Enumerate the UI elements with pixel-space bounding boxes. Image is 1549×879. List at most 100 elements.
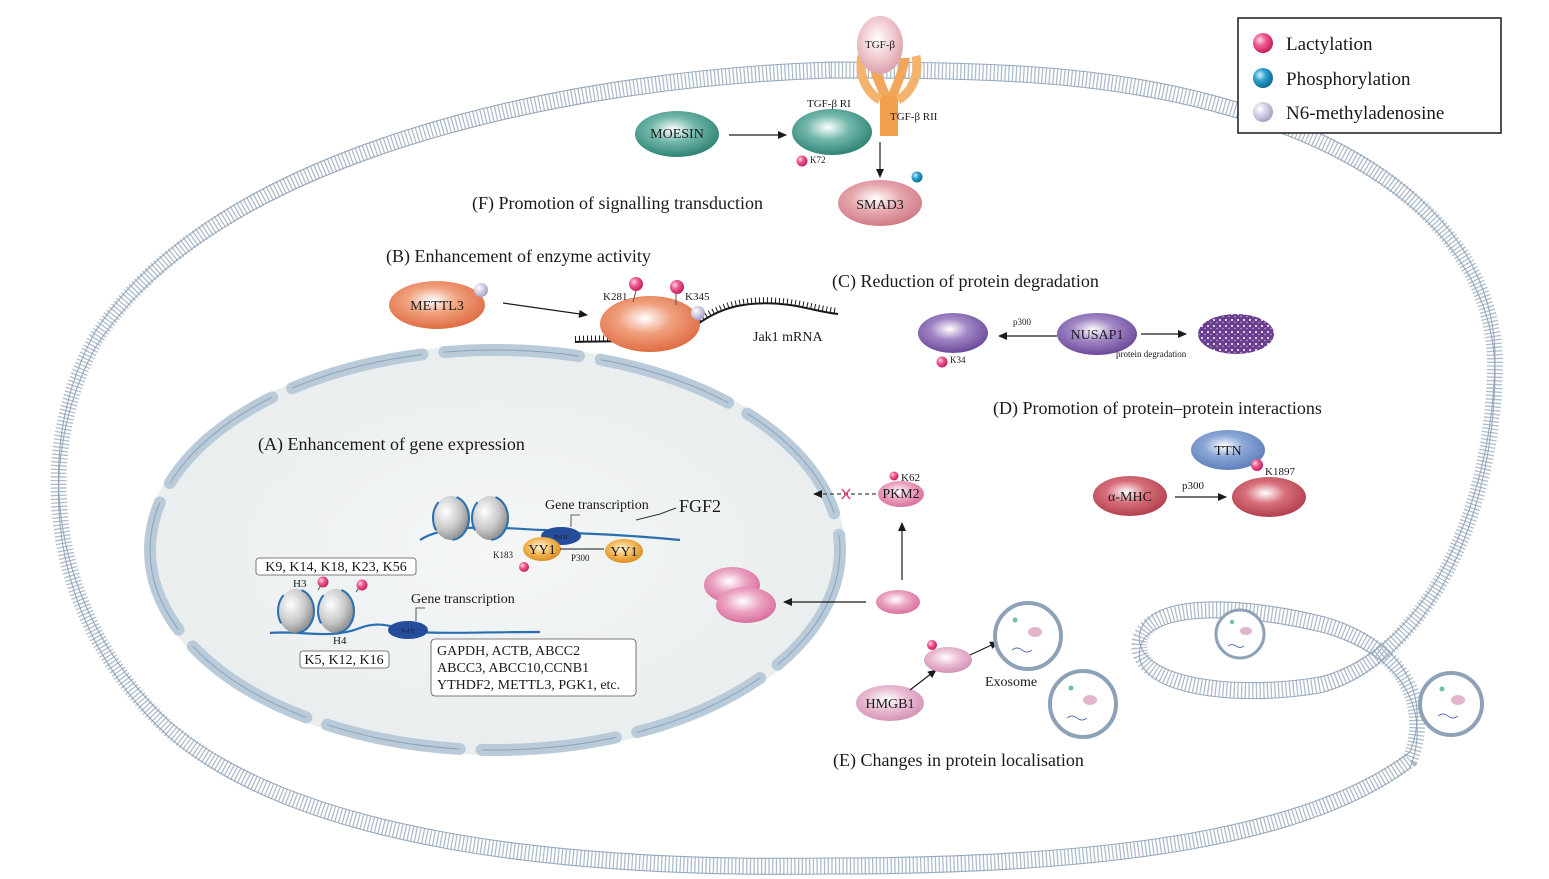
h4-label: H4: [333, 635, 347, 647]
yy1-label: YY1: [610, 545, 637, 560]
section-e-title: (E) Changes in protein localisation: [833, 750, 1084, 771]
section-a-title: (A) Enhancement of gene expression: [258, 434, 525, 455]
tgfb-receptor: [856, 55, 922, 136]
p300-label: p300: [1013, 317, 1032, 327]
legend-m6a: N6-methyladenosine: [1286, 103, 1444, 124]
section-b: (B) Enhancement of enzyme activity METTL…: [386, 246, 839, 352]
nucleosome: [433, 496, 469, 540]
degraded-protein: [1198, 314, 1274, 354]
pol-ii-label: Pol II: [401, 629, 415, 635]
hmgb1-label: HMGB1: [865, 697, 914, 712]
moesin-label: MOESIN: [650, 127, 704, 142]
ttn-label: TTN: [1214, 444, 1241, 459]
k34-label: K34: [950, 355, 966, 365]
lactylation-mark: [356, 579, 368, 591]
alpha-mhc-lactylated: [1232, 477, 1306, 517]
section-b-title: (B) Enhancement of enzyme activity: [386, 246, 651, 267]
p300-label: P300: [571, 553, 590, 563]
smad3-protein: [838, 180, 922, 226]
k1897-label: K1897: [1265, 466, 1295, 478]
nucleosome: [318, 589, 354, 633]
lactylation-mark: [927, 640, 937, 650]
lactylation-mark: [796, 155, 808, 167]
target-genes-box: [430, 638, 637, 697]
section-c-title: (C) Reduction of protein degradation: [832, 271, 1099, 292]
arrow: [969, 641, 999, 656]
arrow: [909, 669, 937, 691]
fgf2-label: FGF2: [679, 496, 721, 516]
gene-transcription-label: Gene transcription: [545, 498, 649, 513]
tgf-beta-r2-label: TGF-β RII: [890, 111, 938, 123]
genes-line-1: GAPDH, ACTB, ABCC2: [437, 644, 580, 659]
k72-label: K72: [810, 155, 826, 165]
m6a-legend-marker: [1253, 102, 1273, 122]
exosome: [1048, 669, 1118, 739]
h3-label: H3: [293, 578, 307, 590]
h4-sites-label: K5, K12, K16: [304, 653, 383, 668]
lactylation-mark: [519, 562, 529, 572]
m6a-mark: [474, 283, 488, 297]
section-e: PKM2 K62 HMGB1 Exosome: [704, 471, 1484, 771]
pkm2-dimer: [716, 587, 776, 623]
h3-sites-label: K9, K14, K18, K23, K56: [265, 560, 407, 575]
legend: Lactylation Phosphorylation N6-methylade…: [1237, 17, 1502, 134]
yy1-protein: [523, 537, 561, 561]
hmgb1-lactylated: [924, 647, 972, 673]
lactylation-mark: [670, 280, 684, 294]
exosome-label: Exosome: [985, 675, 1037, 690]
lactylation-mark: [629, 277, 643, 291]
section-a: (A) Enhancement of gene expression Pol I…: [255, 434, 721, 697]
alpha-mhc-protein: [1093, 476, 1167, 516]
section-d: (D) Promotion of protein–protein interac…: [993, 398, 1322, 517]
nucleosome: [472, 496, 508, 540]
genes-line-3: YTHDF2, METTL3, PGK1, etc.: [437, 678, 620, 693]
blocked-cross-icon: [841, 488, 851, 500]
genes-line-2: ABCC3, ABCC10,CCNB1: [437, 661, 589, 676]
phosphorylation-mark: [911, 171, 923, 183]
hmgb1-protein: [856, 685, 924, 721]
tgf-beta-label: TGF-β: [865, 39, 895, 51]
lactylation-mark: [1251, 459, 1263, 471]
mettl3-protein: [389, 281, 485, 329]
nusap1-label: NUSAP1: [1071, 328, 1124, 343]
pol-ii-label: Pol II: [554, 535, 568, 541]
section-d-title: (D) Promotion of protein–protein interac…: [993, 398, 1322, 419]
h3-sites-box: [255, 557, 417, 576]
arrow: [502, 302, 588, 318]
pkm2-tetramer: [876, 590, 920, 614]
tgf-beta-r1: [792, 109, 872, 155]
mettl3-enzyme: [600, 296, 700, 352]
k345-label: K345: [685, 291, 710, 303]
k62-label: K62: [901, 472, 920, 484]
nusap1-stabilized: [918, 313, 988, 353]
section-c: (C) Reduction of protein degradation K34…: [832, 271, 1274, 368]
section-f-title: (F) Promotion of signalling transduction: [472, 193, 763, 214]
jak1-mrna-label: Jak1 mRNA: [753, 330, 824, 345]
gene-transcription-label: Gene transcription: [411, 592, 515, 607]
m6a-mark: [691, 306, 705, 320]
ttn-protein: [1191, 430, 1265, 470]
lactylation-mark: [317, 576, 329, 588]
exosome: [1418, 671, 1484, 737]
pol-ii-enzyme: [388, 621, 428, 639]
lactylation-legend-marker: [1253, 33, 1273, 53]
legend-phosphorylation: Phosphorylation: [1286, 69, 1411, 90]
legend-lactylation: Lactylation: [1286, 34, 1373, 55]
nusap1-protein: [1057, 313, 1137, 355]
k281-label: K281: [603, 291, 627, 303]
k183-label: K183: [493, 550, 513, 560]
yy1-protein: [605, 539, 643, 563]
phosphorylation-legend-marker: [1253, 68, 1273, 88]
pkm2-protein: [878, 481, 924, 507]
cell-membrane: [50, 61, 1504, 875]
p300-label: p300: [1182, 480, 1205, 492]
smad3-label: SMAD3: [856, 198, 903, 213]
pkm2-label: PKM2: [882, 487, 919, 502]
tgf-beta-r1-label: TGF-β RI: [807, 98, 851, 110]
lactylation-mark: [889, 471, 899, 481]
exosome: [993, 601, 1063, 671]
tgf-beta-ligand: [857, 16, 903, 74]
protein-degradation-label: protein degradation: [1116, 349, 1187, 359]
nucleosome: [278, 589, 314, 633]
